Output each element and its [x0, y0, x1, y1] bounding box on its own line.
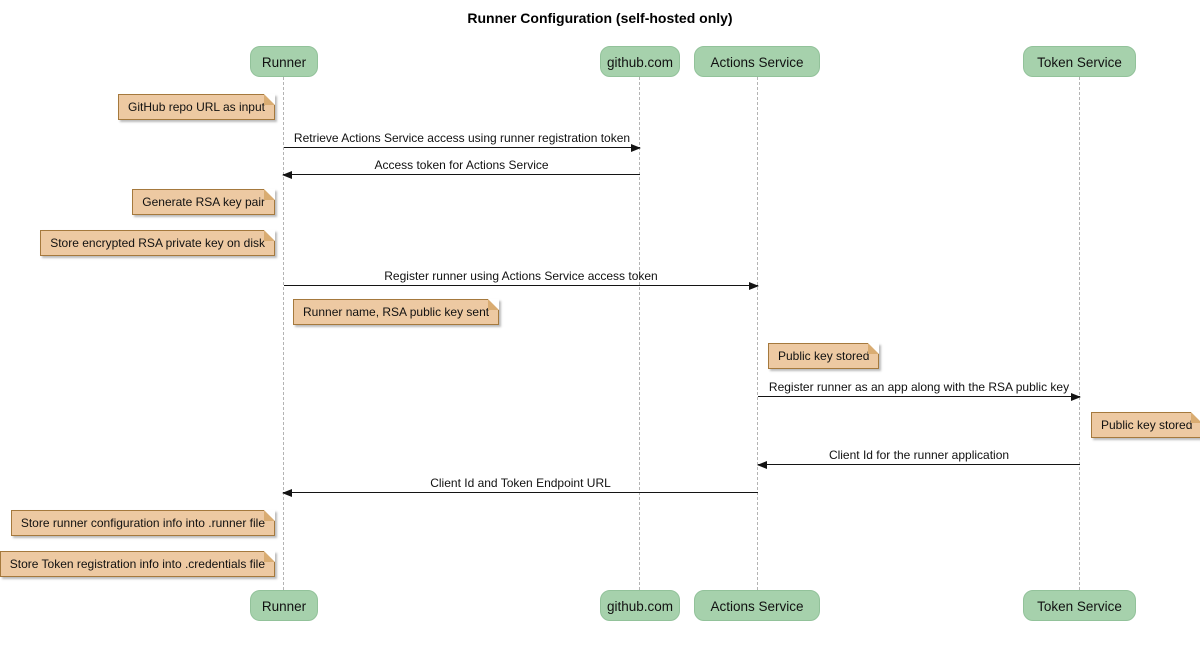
diagram-title: Runner Configuration (self-hosted only): [467, 10, 733, 26]
arrowhead-right-icon: [749, 282, 759, 290]
message-line: [284, 147, 640, 148]
participant-github-bottom: github.com: [600, 590, 680, 621]
arrowhead-right-icon: [1071, 393, 1081, 401]
participant-runner-top: Runner: [250, 46, 318, 77]
participant-runner-bottom: Runner: [250, 590, 318, 621]
message-register-runner: Register runner using Actions Service ac…: [284, 268, 759, 290]
participant-actions-service-top: Actions Service: [694, 46, 820, 77]
arrowhead-left-icon: [282, 171, 292, 179]
lifeline-github: [639, 77, 640, 590]
message-label: Register runner using Actions Service ac…: [384, 269, 658, 283]
note-runner-name-sent: Runner name, RSA public key sent: [293, 299, 500, 325]
note-github-repo-url: GitHub repo URL as input: [118, 94, 275, 120]
message-line: [758, 464, 1080, 465]
message-line: [283, 174, 640, 175]
note-store-runner-file: Store runner configuration info into .ru…: [10, 510, 276, 536]
message-line: [284, 285, 758, 286]
participant-github-top: github.com: [600, 46, 680, 77]
message-register-runner-app: Register runner as an app along with the…: [758, 379, 1081, 401]
arrowhead-right-icon: [631, 144, 641, 152]
message-label: Register runner as an app along with the…: [768, 380, 1070, 394]
arrowhead-left-icon: [282, 489, 292, 497]
participant-token-service-bottom: Token Service: [1023, 590, 1136, 621]
message-line: [283, 492, 758, 493]
participant-actions-service-bottom: Actions Service: [694, 590, 820, 621]
message-client-id: Client Id for the runner application: [757, 447, 1080, 469]
message-label: Retrieve Actions Service access using ru…: [293, 131, 631, 145]
lifeline-runner: [283, 77, 284, 590]
message-client-id-endpoint: Client Id and Token Endpoint URL: [282, 475, 758, 497]
note-public-key-stored-token: Public key stored: [1091, 412, 1200, 438]
message-label: Client Id for the runner application: [828, 448, 1010, 462]
arrowhead-left-icon: [757, 461, 767, 469]
message-line: [758, 396, 1080, 397]
lifeline-actions-service: [757, 77, 758, 590]
note-store-credentials-file: Store Token registration info into .cred…: [0, 551, 276, 577]
message-label: Access token for Actions Service: [374, 158, 549, 172]
note-store-private-key: Store encrypted RSA private key on disk: [40, 230, 275, 256]
message-retrieve-actions-access: Retrieve Actions Service access using ru…: [284, 130, 641, 152]
note-public-key-stored-actions: Public key stored: [768, 343, 880, 369]
lifeline-token-service: [1079, 77, 1080, 590]
message-label: Client Id and Token Endpoint URL: [430, 476, 611, 490]
note-generate-rsa: Generate RSA key pair: [132, 189, 275, 215]
participant-token-service-top: Token Service: [1023, 46, 1136, 77]
message-access-token: Access token for Actions Service: [282, 157, 640, 179]
